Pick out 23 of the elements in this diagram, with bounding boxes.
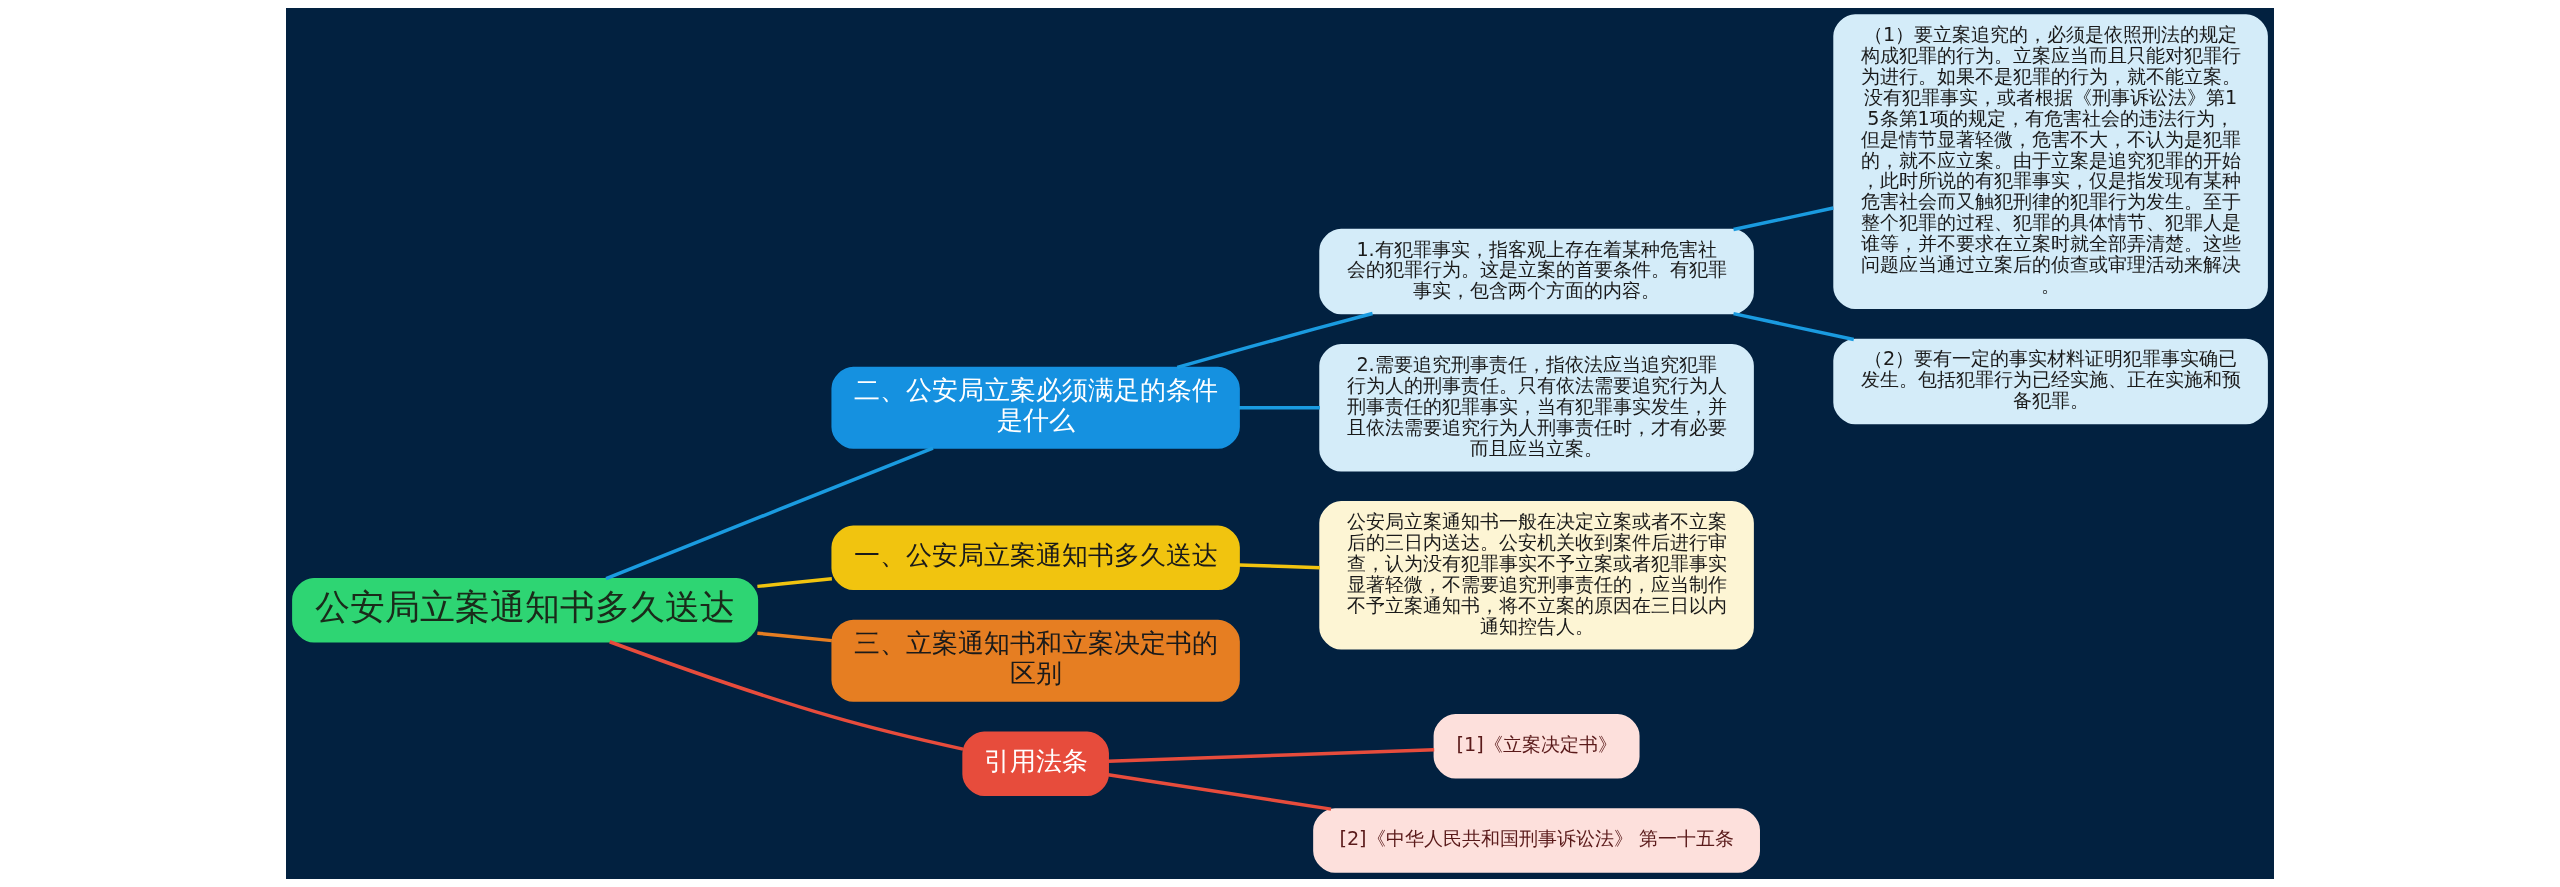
connector bbox=[605, 446, 934, 581]
node-box: 1.有犯罪事实，指客观上存在着某种危害社会的犯罪行为。这是立案的首要条件。有犯罪事实，包含两个方面的内容。 bbox=[1319, 228, 1754, 315]
connector bbox=[1733, 206, 1834, 232]
connector bbox=[757, 631, 833, 643]
node-box: （1）要立案追究的，必须是依照刑法的规定构成犯罪的行为。立案应当而且只能对犯罪行为进行。如果不是犯罪的行为，就不能立案。没有犯罪事实，或者根据《刑事诉讼法》第15条第1项的规定，有危害社会的违法行为，但是情节显著轻微，危害不大，不认为是犯罪的，就不应立案。由于立案是追究犯罪的开始，此时所说的有犯罪事实，仅是指发现有某种危害社会而又触犯刑律的犯罪行为发生。至于整个犯罪的过程、犯罪的具体情节、犯罪人是谁等，并不要求在立案时就全部弄清楚。这些问题应当通过立案后的侦查或审理活动来解决。 bbox=[1833, 14, 2268, 310]
node-box: [2]《中华人民共和国刑事诉讼法》 第一十五条 bbox=[1313, 808, 1760, 873]
node-box: 一、公安局立案通知书多久送达 bbox=[831, 525, 1240, 591]
connector bbox=[1239, 405, 1320, 410]
connector bbox=[609, 640, 964, 751]
node-box: （2）要有一定的事实材料证明犯罪事实确已发生。包括犯罪行为已经实施、正在实施和预备犯罪。 bbox=[1833, 338, 2268, 425]
connector bbox=[1238, 563, 1320, 570]
connector bbox=[757, 576, 833, 589]
node-box: [1]《立案决定书》 bbox=[1433, 714, 1640, 779]
connector bbox=[1107, 773, 1332, 811]
node-box: 2.需要追究刑事责任，指依法应当追究犯罪行为人的刑事责任。只有依法需要追究行为人刑事责任的犯罪事实，当有犯罪事实发生，并且依法需要追究行为人刑事责任时，才有必要而且应当立案。 bbox=[1319, 344, 1754, 472]
connector bbox=[1733, 311, 1855, 342]
node-box: 三、立案通知书和立案决定书的区别 bbox=[831, 619, 1240, 702]
node-box: 引用法条 bbox=[962, 731, 1109, 797]
connector bbox=[1108, 748, 1435, 764]
node-box: 公安局立案通知书多久送达 bbox=[292, 577, 759, 643]
connector bbox=[1176, 311, 1373, 370]
node-box: 二、公安局立案必须满足的条件是什么 bbox=[831, 366, 1240, 449]
node-box: 公安局立案通知书一般在决定立案或者不立案后的三日内送达。公安机关收到案件后进行审查，认为没有犯罪事实不予立案或者犯罪事实显著轻微，不需要追究刑事责任的，应当制作不予立案通知书，将不立案的原因在三日以内通知控告人。 bbox=[1319, 501, 1754, 650]
